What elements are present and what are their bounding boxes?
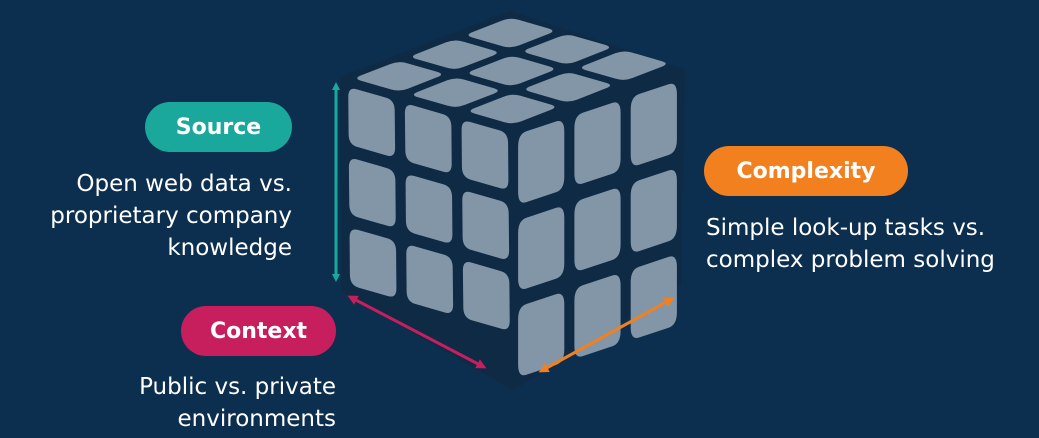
cube-left-tile	[348, 159, 396, 227]
complexity-arrow	[538, 297, 675, 373]
complexity-description-line: Simple look-up tasks vs.	[706, 215, 986, 241]
cube-left-tile	[348, 88, 396, 156]
complexity-label: Complexity	[704, 146, 908, 196]
cube-right-tile	[630, 256, 677, 338]
cube-top-tile	[413, 78, 498, 107]
cube-top-tile	[581, 51, 666, 80]
source-description-line: proprietary company	[50, 203, 292, 229]
cube-right-tile	[574, 188, 621, 271]
rubiks-cube-icon	[340, 11, 685, 390]
cube-top-tile	[470, 94, 555, 124]
cube-top-tile	[468, 18, 553, 48]
cube-left-tile	[462, 191, 510, 259]
cube-left-tile	[406, 245, 454, 313]
cube-right-tile	[574, 102, 621, 184]
cube-top-tile	[526, 73, 611, 102]
cube-right-tile	[630, 170, 677, 252]
context-arrow	[347, 295, 487, 369]
cube-left-tile	[462, 262, 510, 330]
cube-left-tile	[405, 175, 453, 243]
cube-top-tile	[525, 35, 610, 64]
cube-top-tile	[412, 40, 497, 69]
source-label: Source	[145, 102, 292, 152]
context-description: Public vs. private environments	[139, 371, 336, 435]
source-description-line: knowledge	[167, 235, 292, 261]
cube-top-tile	[469, 56, 554, 86]
source-description: Open web data vs. proprietary company kn…	[50, 168, 292, 264]
context-description-line: Public vs. private	[139, 374, 336, 400]
complexity-description-line: complex problem solving	[706, 247, 995, 273]
cube-left-tile	[349, 229, 397, 297]
cube-right-tile	[574, 275, 621, 357]
context-description-line: environments	[177, 406, 336, 432]
cube-right-tile	[518, 207, 565, 289]
complexity-description: Simple look-up tasks vs. complex problem…	[706, 212, 995, 276]
context-label: Context	[181, 306, 336, 356]
cube-left-tile	[461, 121, 509, 189]
cube-right-tile	[630, 83, 677, 166]
cube-top-tile	[357, 62, 442, 91]
source-description-line: Open web data vs.	[76, 171, 292, 197]
cube-left-tile	[404, 105, 452, 173]
cube-right-tile	[518, 121, 565, 203]
